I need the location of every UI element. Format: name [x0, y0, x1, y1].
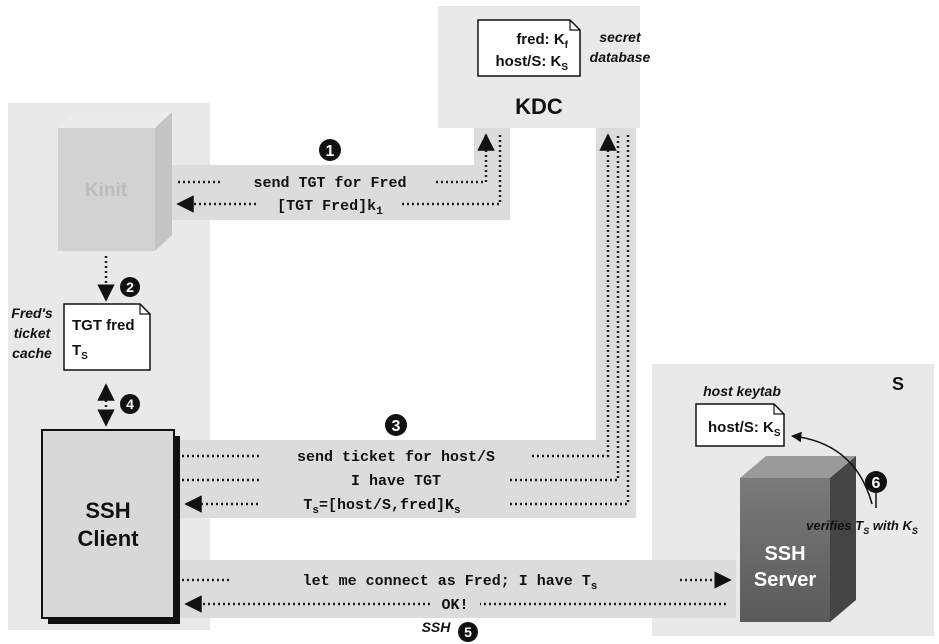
msg-ts-a: T: [303, 497, 312, 514]
verify-text-b: with K: [869, 518, 913, 533]
database-label: database: [590, 49, 651, 65]
msg-tgt-fred-sub: 1: [376, 206, 383, 218]
kinit-cube: Kinit: [58, 112, 172, 251]
keytab-line-sub: S: [774, 428, 781, 439]
client-line1: SSH: [85, 498, 130, 523]
secret-label: secret: [599, 29, 642, 45]
kinit-label: Kinit: [85, 180, 128, 201]
server-line1: SSH: [764, 543, 805, 565]
kdc-db-line2-sub: S: [561, 62, 568, 73]
step-4-number: 4: [126, 396, 134, 412]
cache-line2: T: [72, 342, 81, 359]
host-keytab-note: host/S: KS: [696, 404, 784, 446]
verify-text-b-sub: S: [912, 526, 918, 536]
ssh-channel-label: SSH: [422, 619, 452, 635]
msg-ts-b-sub: s: [454, 505, 461, 517]
kdc-vertical-band-left: [474, 128, 510, 220]
kdc-db-line1: fred: K: [516, 31, 565, 48]
server-line2: Server: [754, 569, 816, 591]
cache-line2-sub: S: [81, 351, 88, 362]
kdc-label: KDC: [515, 94, 563, 119]
step-2-number: 2: [126, 279, 134, 295]
cache-caption-line3: cache: [12, 345, 52, 361]
step-6-number: 6: [872, 475, 881, 492]
msg-let-me-connect-sub: s: [591, 581, 598, 593]
msg-have-tgt: I have TGT: [351, 473, 441, 490]
keytab-caption: host keytab: [703, 383, 781, 399]
ssh-client-box: SSH Client: [42, 430, 180, 624]
cache-caption-line2: ticket: [14, 325, 52, 341]
msg-send-tgt: send TGT for Fred: [253, 175, 406, 192]
cache-line1: TGT fred: [72, 317, 135, 334]
msg-send-ticket: send ticket for host/S: [297, 449, 495, 466]
kdc-database-note: fred: Kf host/S: KS: [478, 20, 580, 76]
step-1-number: 1: [326, 143, 335, 160]
kdc-db-line2: host/S: K: [495, 53, 561, 70]
keytab-line: host/S: K: [708, 419, 774, 436]
msg-let-me-connect: let me connect as Fred; I have T: [303, 573, 591, 590]
msg-ok: OK!: [441, 597, 468, 614]
client-line2: Client: [77, 526, 139, 551]
verify-text-a: verifies T: [806, 518, 864, 533]
ssh-server-cube: SSH Server: [740, 456, 856, 622]
server-host-label: S: [892, 374, 904, 394]
msg-tgt-fred: [TGT Fred]k: [277, 198, 376, 215]
step-5-marker: 5: [458, 622, 478, 642]
step-5-number: 5: [464, 624, 472, 640]
step-3-number: 3: [392, 418, 401, 435]
cache-caption-line1: Fred's: [11, 305, 53, 321]
msg-ts-b: =[host/S,fred]K: [319, 497, 454, 514]
ticket-cache-note: TGT fred TS: [64, 304, 150, 370]
